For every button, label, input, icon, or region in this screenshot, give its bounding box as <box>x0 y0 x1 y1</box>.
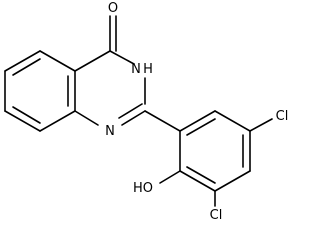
ring-n-label: N <box>105 124 115 139</box>
phenol-ring <box>179 110 251 192</box>
hydroxyl-bond <box>159 170 181 184</box>
molecule-structure: O H N N Cl HO Cl <box>4 1 289 223</box>
oxygen-label: O <box>108 1 118 16</box>
benzo-ring <box>4 50 76 132</box>
amide-h-label: H <box>143 62 153 77</box>
cl-top-bond <box>249 118 273 132</box>
amide-n-label: N <box>131 62 141 77</box>
pyrimidinone-ring <box>74 15 146 126</box>
chlorine-bottom-label: Cl <box>210 208 223 223</box>
hydroxyl-label: HO <box>133 181 153 196</box>
chlorine-top-label: Cl <box>276 109 289 124</box>
biaryl-bond <box>144 110 181 132</box>
